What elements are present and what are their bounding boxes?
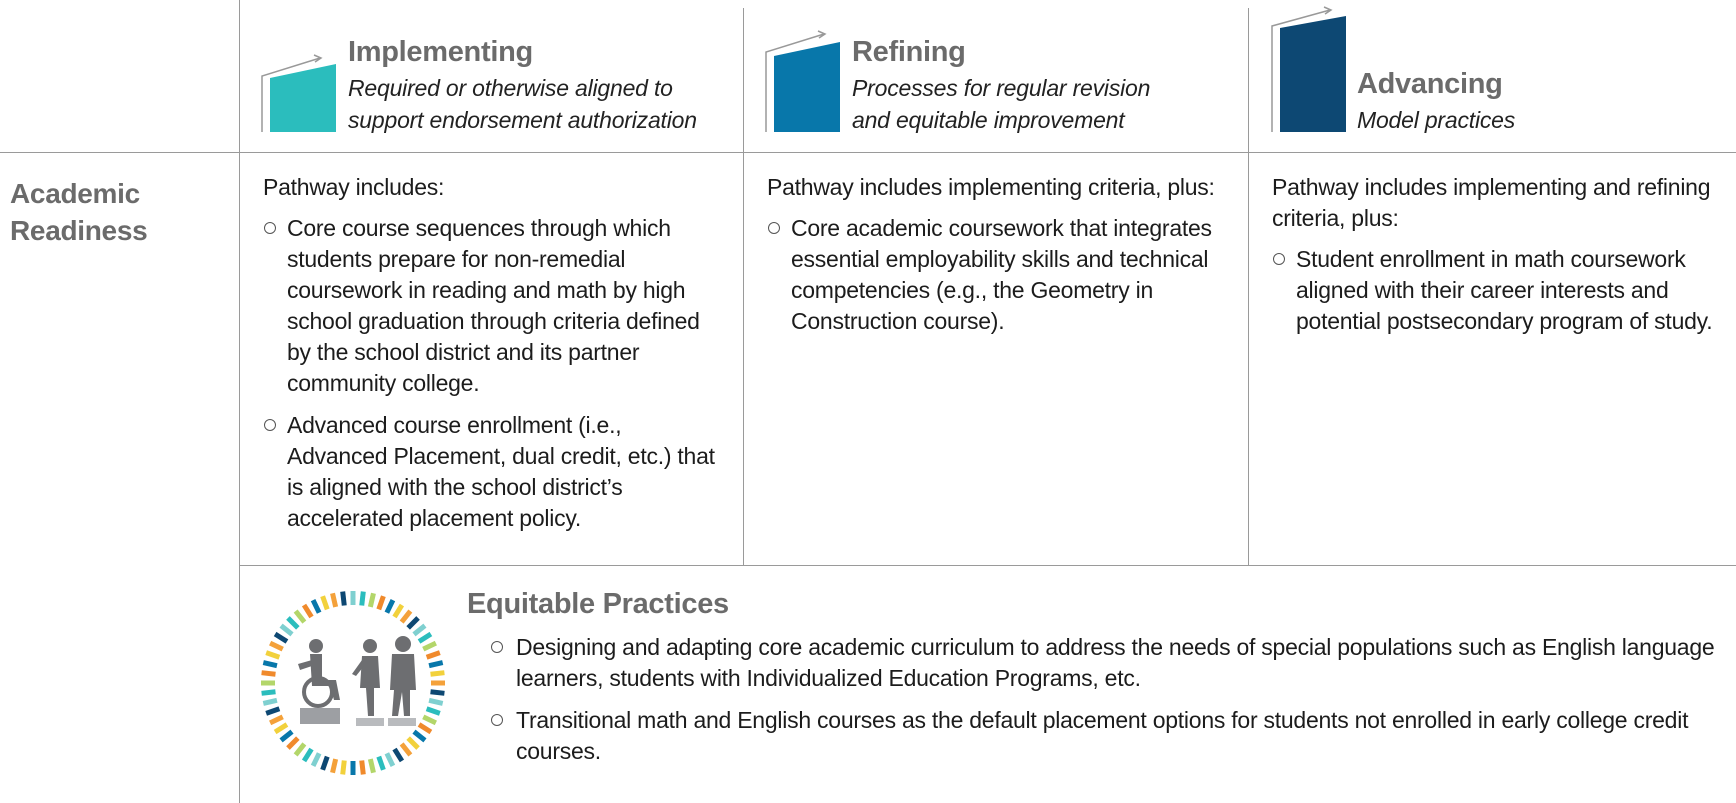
logo-ring-dash (279, 729, 294, 743)
logo-ring-dash (406, 736, 420, 750)
logo-ring-dash (273, 631, 289, 644)
logo-ring-dash (430, 670, 445, 677)
logo-ring-dash (265, 706, 281, 716)
logo-ring-dash (261, 670, 276, 677)
logo-ring-dash (359, 591, 366, 606)
implementing-subtitle: Required or otherwise aligned to support… (348, 75, 697, 133)
refining-level-icon (765, 30, 840, 132)
logo-ring-dash (310, 752, 322, 767)
logo-ring-dash (301, 747, 314, 763)
logo-ring-dash (428, 697, 444, 706)
equitable-practices-title: Equitable Practices (467, 588, 729, 620)
grid-line (239, 0, 240, 803)
logo-ring-dash (384, 752, 396, 767)
list-item: Advanced course enrollment (i.e., Advanc… (263, 410, 723, 534)
cell-intro: Pathway includes implementing and refini… (1272, 174, 1711, 231)
logo-ring-dash (428, 660, 444, 669)
logo-ring-dash (310, 599, 322, 614)
cell-implementing: Pathway includes: Core course sequences … (263, 172, 723, 545)
grid-line (0, 152, 1736, 153)
logo-ring-dash (425, 650, 441, 660)
logo-ring-dash (340, 591, 347, 606)
circle-bullet-icon (491, 641, 503, 653)
logo-ring-dash (269, 714, 284, 726)
logo-ring-dash (412, 729, 427, 743)
list-item: Designing and adapting core academic cur… (490, 632, 1720, 694)
cell-intro: Pathway includes: (263, 174, 445, 200)
logo-ring-dash (392, 747, 405, 763)
list-item: Transitional math and English courses as… (490, 705, 1720, 767)
logo-ring-dash (265, 650, 281, 660)
grid-line (1248, 8, 1249, 565)
cell-advancing: Pathway includes implementing and refini… (1272, 172, 1722, 348)
circle-bullet-icon (491, 714, 503, 726)
cell-intro: Pathway includes implementing criteria, … (767, 174, 1215, 200)
logo-ring-dash (359, 760, 366, 775)
logo-ring-dash (261, 689, 276, 696)
refining-subtitle: Processes for regular revision and equit… (852, 75, 1151, 133)
advancing-subtitle: Model practices (1357, 107, 1516, 133)
logo-ring-dash (367, 592, 376, 608)
implementing-level-icon (261, 54, 336, 132)
logo-ring-dash (399, 609, 413, 624)
logo-ring-dash (417, 722, 433, 735)
logo-ring-dash (330, 592, 339, 608)
logo-ring-dash (293, 742, 307, 757)
logo-ring-dash (262, 697, 278, 706)
logo-ring-dash (279, 623, 294, 637)
logo-ring-dash (422, 640, 437, 652)
logo-ring-dash (320, 755, 330, 771)
logo-ring-dash (392, 603, 405, 619)
advancing-title: Advancing (1357, 68, 1503, 100)
refining-title: Refining (852, 36, 966, 68)
list-item: Student enrollment in math coursework al… (1272, 244, 1722, 337)
equitable-practices-logo (261, 591, 445, 775)
logo-ring-dash (422, 714, 437, 726)
logo-ring-dash (330, 758, 339, 774)
logo-ring-dash (376, 595, 386, 611)
logo-ring-dash (412, 623, 427, 637)
list-item: Core academic coursework that integrates… (767, 213, 1227, 337)
logo-ring-dash (406, 616, 420, 630)
circle-bullet-icon (264, 222, 276, 234)
grid-line (239, 565, 1736, 566)
logo-ring-dash (430, 689, 445, 696)
logo-ring-dash (367, 758, 376, 774)
logo-ring-dash (269, 640, 284, 652)
logo-ring-dash (376, 755, 386, 771)
logo-ring-dash (384, 599, 396, 614)
grid-line (743, 8, 744, 565)
logo-ring-dash (320, 595, 330, 611)
circle-bullet-icon (768, 222, 780, 234)
logo-ring-dash (286, 736, 300, 750)
list-item: Core course sequences through which stud… (263, 213, 723, 399)
logo-ring-dash (399, 742, 413, 757)
circle-bullet-icon (1273, 253, 1285, 265)
logo-ring-dash (262, 660, 278, 669)
logo-ring-dash (417, 631, 433, 644)
circle-bullet-icon (264, 419, 276, 431)
logo-ring-dash (273, 722, 289, 735)
advancing-level-icon (1271, 6, 1346, 132)
cell-refining: Pathway includes implementing criteria, … (767, 172, 1227, 348)
logo-ring-dash (425, 706, 441, 716)
logo-ring-dash (301, 603, 314, 619)
implementing-title: Implementing (348, 36, 533, 68)
row-label-academic-readiness: Academic Readiness (10, 178, 148, 246)
logo-ring-dash (293, 609, 307, 624)
logo-ring-dash (286, 616, 300, 630)
equitable-practices-list: Designing and adapting core academic cur… (490, 632, 1720, 778)
logo-ring-dash (340, 760, 347, 775)
